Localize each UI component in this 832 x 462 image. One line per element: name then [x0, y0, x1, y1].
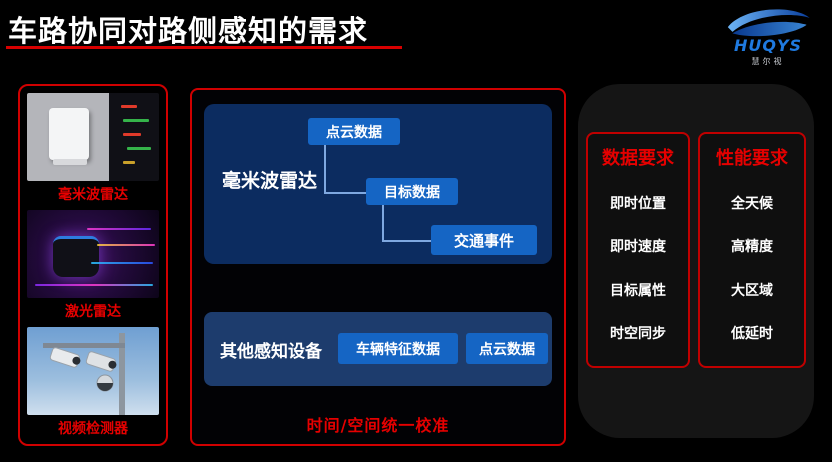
sensor-item-radar: 毫米波雷达 [27, 93, 159, 206]
pointcloud-streak [87, 228, 151, 230]
performance-requirements-list: 全天候 高精度 大区域 低延时 [700, 170, 804, 366]
requirement-item: 大区域 [731, 282, 773, 299]
flow-connector [324, 145, 368, 194]
radar-flow-group: 毫米波雷达 点云数据 目标数据 交通事件 [204, 104, 552, 264]
radar-device-image [27, 93, 159, 181]
spectrum-mark [121, 105, 137, 108]
logo-swoosh-icon [716, 4, 820, 38]
data-requirements-column: 数据要求 即时位置 即时速度 目标属性 时空同步 [586, 132, 690, 368]
requirement-item: 目标属性 [610, 282, 666, 299]
logo-text: HUQYS [733, 36, 803, 55]
camera-pole-icon [43, 333, 125, 415]
sensor-item-lidar: 激光雷达 [27, 210, 159, 323]
requirement-item: 即时位置 [610, 196, 666, 213]
radar-device-shape [49, 108, 89, 165]
page-title: 车路协同对路侧感知的需求 [8, 14, 369, 48]
other-devices-group: 其他感知设备 车辆特征数据 点云数据 [204, 312, 552, 386]
radar-group-title: 毫米波雷达 [222, 170, 318, 192]
node-traffic-event: 交通事件 [431, 225, 537, 255]
sensor-label-radar: 毫米波雷达 [58, 187, 128, 203]
sensor-item-camera: 视频检测器 [27, 327, 159, 440]
sensor-label-camera: 视频检测器 [58, 421, 128, 437]
lidar-device-image [27, 210, 159, 298]
requirement-item: 即时速度 [610, 239, 666, 256]
data-requirements-header: 数据要求 [602, 148, 674, 169]
title-underline [6, 46, 402, 49]
spectrum-mark [123, 133, 141, 136]
spectrum-mark [127, 147, 151, 150]
flow-panel: 毫米波雷达 点云数据 目标数据 交通事件 其他感知设备 车辆特征数据 点云数据 … [190, 88, 566, 446]
data-requirements-list: 即时位置 即时速度 目标属性 时空同步 [588, 170, 688, 366]
pointcloud-streak [91, 262, 153, 264]
requirement-item: 低延时 [731, 325, 773, 342]
other-group-title: 其他感知设备 [220, 341, 322, 362]
performance-requirements-column: 性能要求 全天候 高精度 大区域 低延时 [698, 132, 806, 368]
requirement-item: 全天候 [731, 196, 773, 213]
node-vehicle-feature-data: 车辆特征数据 [338, 333, 458, 364]
calibration-footer: 时间/空间统一校准 [306, 416, 450, 435]
camera-device-image [27, 327, 159, 415]
spectrum-mark [123, 161, 135, 164]
pointcloud-streak [35, 284, 153, 286]
logo-subtext: 慧尔视 [751, 56, 785, 66]
requirements-panel: 数据要求 即时位置 即时速度 目标属性 时空同步 性能要求 全天候 高精度 大区… [578, 84, 814, 438]
pointcloud-streak [97, 244, 155, 246]
lidar-device-shape [53, 236, 99, 277]
sensor-label-lidar: 激光雷达 [65, 304, 121, 320]
node-target-data: 目标数据 [366, 178, 458, 205]
node-point-cloud-data-2: 点云数据 [466, 333, 548, 364]
flow-connector [382, 205, 433, 242]
node-point-cloud-data: 点云数据 [308, 118, 400, 145]
performance-requirements-header: 性能要求 [716, 148, 788, 169]
requirement-item: 时空同步 [610, 325, 666, 342]
sensor-panel: 毫米波雷达 激光雷达 [18, 84, 168, 446]
brand-logo: HUQYS 慧尔视 [716, 4, 820, 67]
requirement-item: 高精度 [731, 239, 773, 256]
spectrum-mark [123, 119, 149, 122]
